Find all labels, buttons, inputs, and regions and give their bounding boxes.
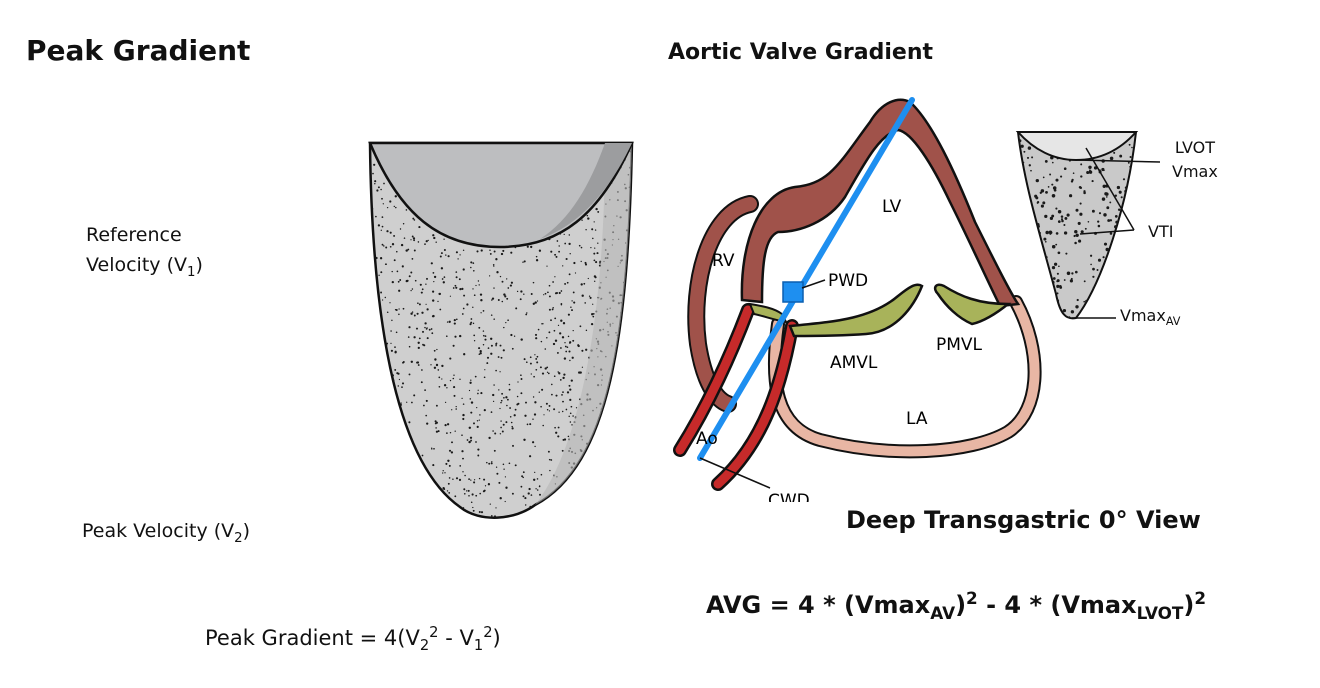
- cwd-leader: [699, 457, 771, 489]
- pg-sub-b: 1: [473, 637, 484, 655]
- doppler-beam: [697, 97, 915, 461]
- vti-label: VTI: [1148, 222, 1174, 241]
- left-ventricle-wall: [740, 98, 1021, 308]
- peak-velocity-sub: 2: [234, 530, 243, 546]
- doppler-envelope-large: [368, 141, 634, 519]
- pg-mid: - V: [438, 626, 474, 650]
- pg-close: ): [492, 626, 501, 650]
- avg-sup-a: 2: [966, 588, 978, 608]
- left-title: Peak Gradient: [26, 34, 251, 67]
- avg-close-a: ): [955, 591, 967, 619]
- pmvl-leaflet: [933, 283, 1012, 326]
- heart-diagram: LV RV PWD AMVL PMVL LA Ao CWD: [673, 97, 1042, 502]
- vti-leader-2: [1079, 229, 1135, 235]
- amvl-leaflet: [788, 283, 924, 338]
- label-cwd: CWD: [768, 491, 810, 502]
- avg-formula: AVG = 4 * (VmaxAV)2 - 4 * (VmaxLVOT)2: [706, 588, 1206, 623]
- avg-sub-b: LVOT: [1136, 602, 1184, 623]
- avg-close-b: ): [1183, 591, 1195, 619]
- label-lv: LV: [882, 197, 902, 217]
- avg-sup-b: 2: [1194, 588, 1207, 608]
- pwd-leader: [801, 279, 826, 289]
- label-pmvl: PMVL: [936, 335, 983, 355]
- peak-velocity-text: Peak Velocity (V: [82, 520, 235, 542]
- label-amvl: AMVL: [830, 353, 878, 373]
- envelope-cap-shade: [540, 143, 632, 239]
- reference-velocity-line1: Reference: [86, 224, 182, 246]
- vmax-av-label: VmaxAV: [1120, 306, 1180, 328]
- lvot-line1: LVOT: [1174, 138, 1215, 157]
- reference-velocity-line2: Velocity (V: [86, 254, 187, 276]
- pwd-sample-volume: [782, 281, 804, 303]
- envelope-shadow: [535, 143, 632, 505]
- vti-leader-1: [1085, 147, 1135, 231]
- pg-lhs: Peak Gradient = 4(V: [205, 626, 420, 650]
- lvot-vmax-label: LVOT Vmax: [1172, 136, 1218, 184]
- doppler-spectrum-small: [1015, 131, 1161, 320]
- reference-velocity-label: Reference Velocity (V1): [86, 220, 203, 288]
- pg-sup-a: 2: [429, 624, 439, 641]
- pg-sub-a: 2: [419, 637, 430, 655]
- vmax-text: Vmax: [1120, 306, 1166, 325]
- reference-velocity-sub: 1: [186, 264, 196, 280]
- label-rv: RV: [712, 251, 735, 271]
- spectrum-body: [1016, 131, 1138, 320]
- avg-lhs: AVG = 4 * (Vmax: [706, 591, 931, 619]
- label-ao: Ao: [696, 429, 718, 449]
- lvot-leader: [1075, 159, 1161, 163]
- reference-velocity-close: ): [195, 254, 203, 276]
- aortic-valve-leaflets: [748, 302, 788, 324]
- label-la: LA: [906, 409, 928, 429]
- peak-gradient-formula: Peak Gradient = 4(V22 - V12): [205, 624, 501, 654]
- avg-sub-a: AV: [930, 602, 956, 623]
- peak-velocity-close: ): [242, 520, 251, 542]
- pg-sup-b: 2: [483, 624, 493, 641]
- peak-velocity-label: Peak Velocity (V2): [82, 520, 250, 546]
- right-title: Aortic Valve Gradient: [668, 40, 934, 65]
- lvot-line2: Vmax: [1172, 162, 1218, 181]
- view-caption: Deep Transgastric 0° View: [846, 506, 1201, 534]
- label-pwd: PWD: [828, 271, 868, 291]
- vmax-sub: AV: [1165, 315, 1181, 329]
- avg-mid: - 4 * (Vmax: [977, 591, 1137, 619]
